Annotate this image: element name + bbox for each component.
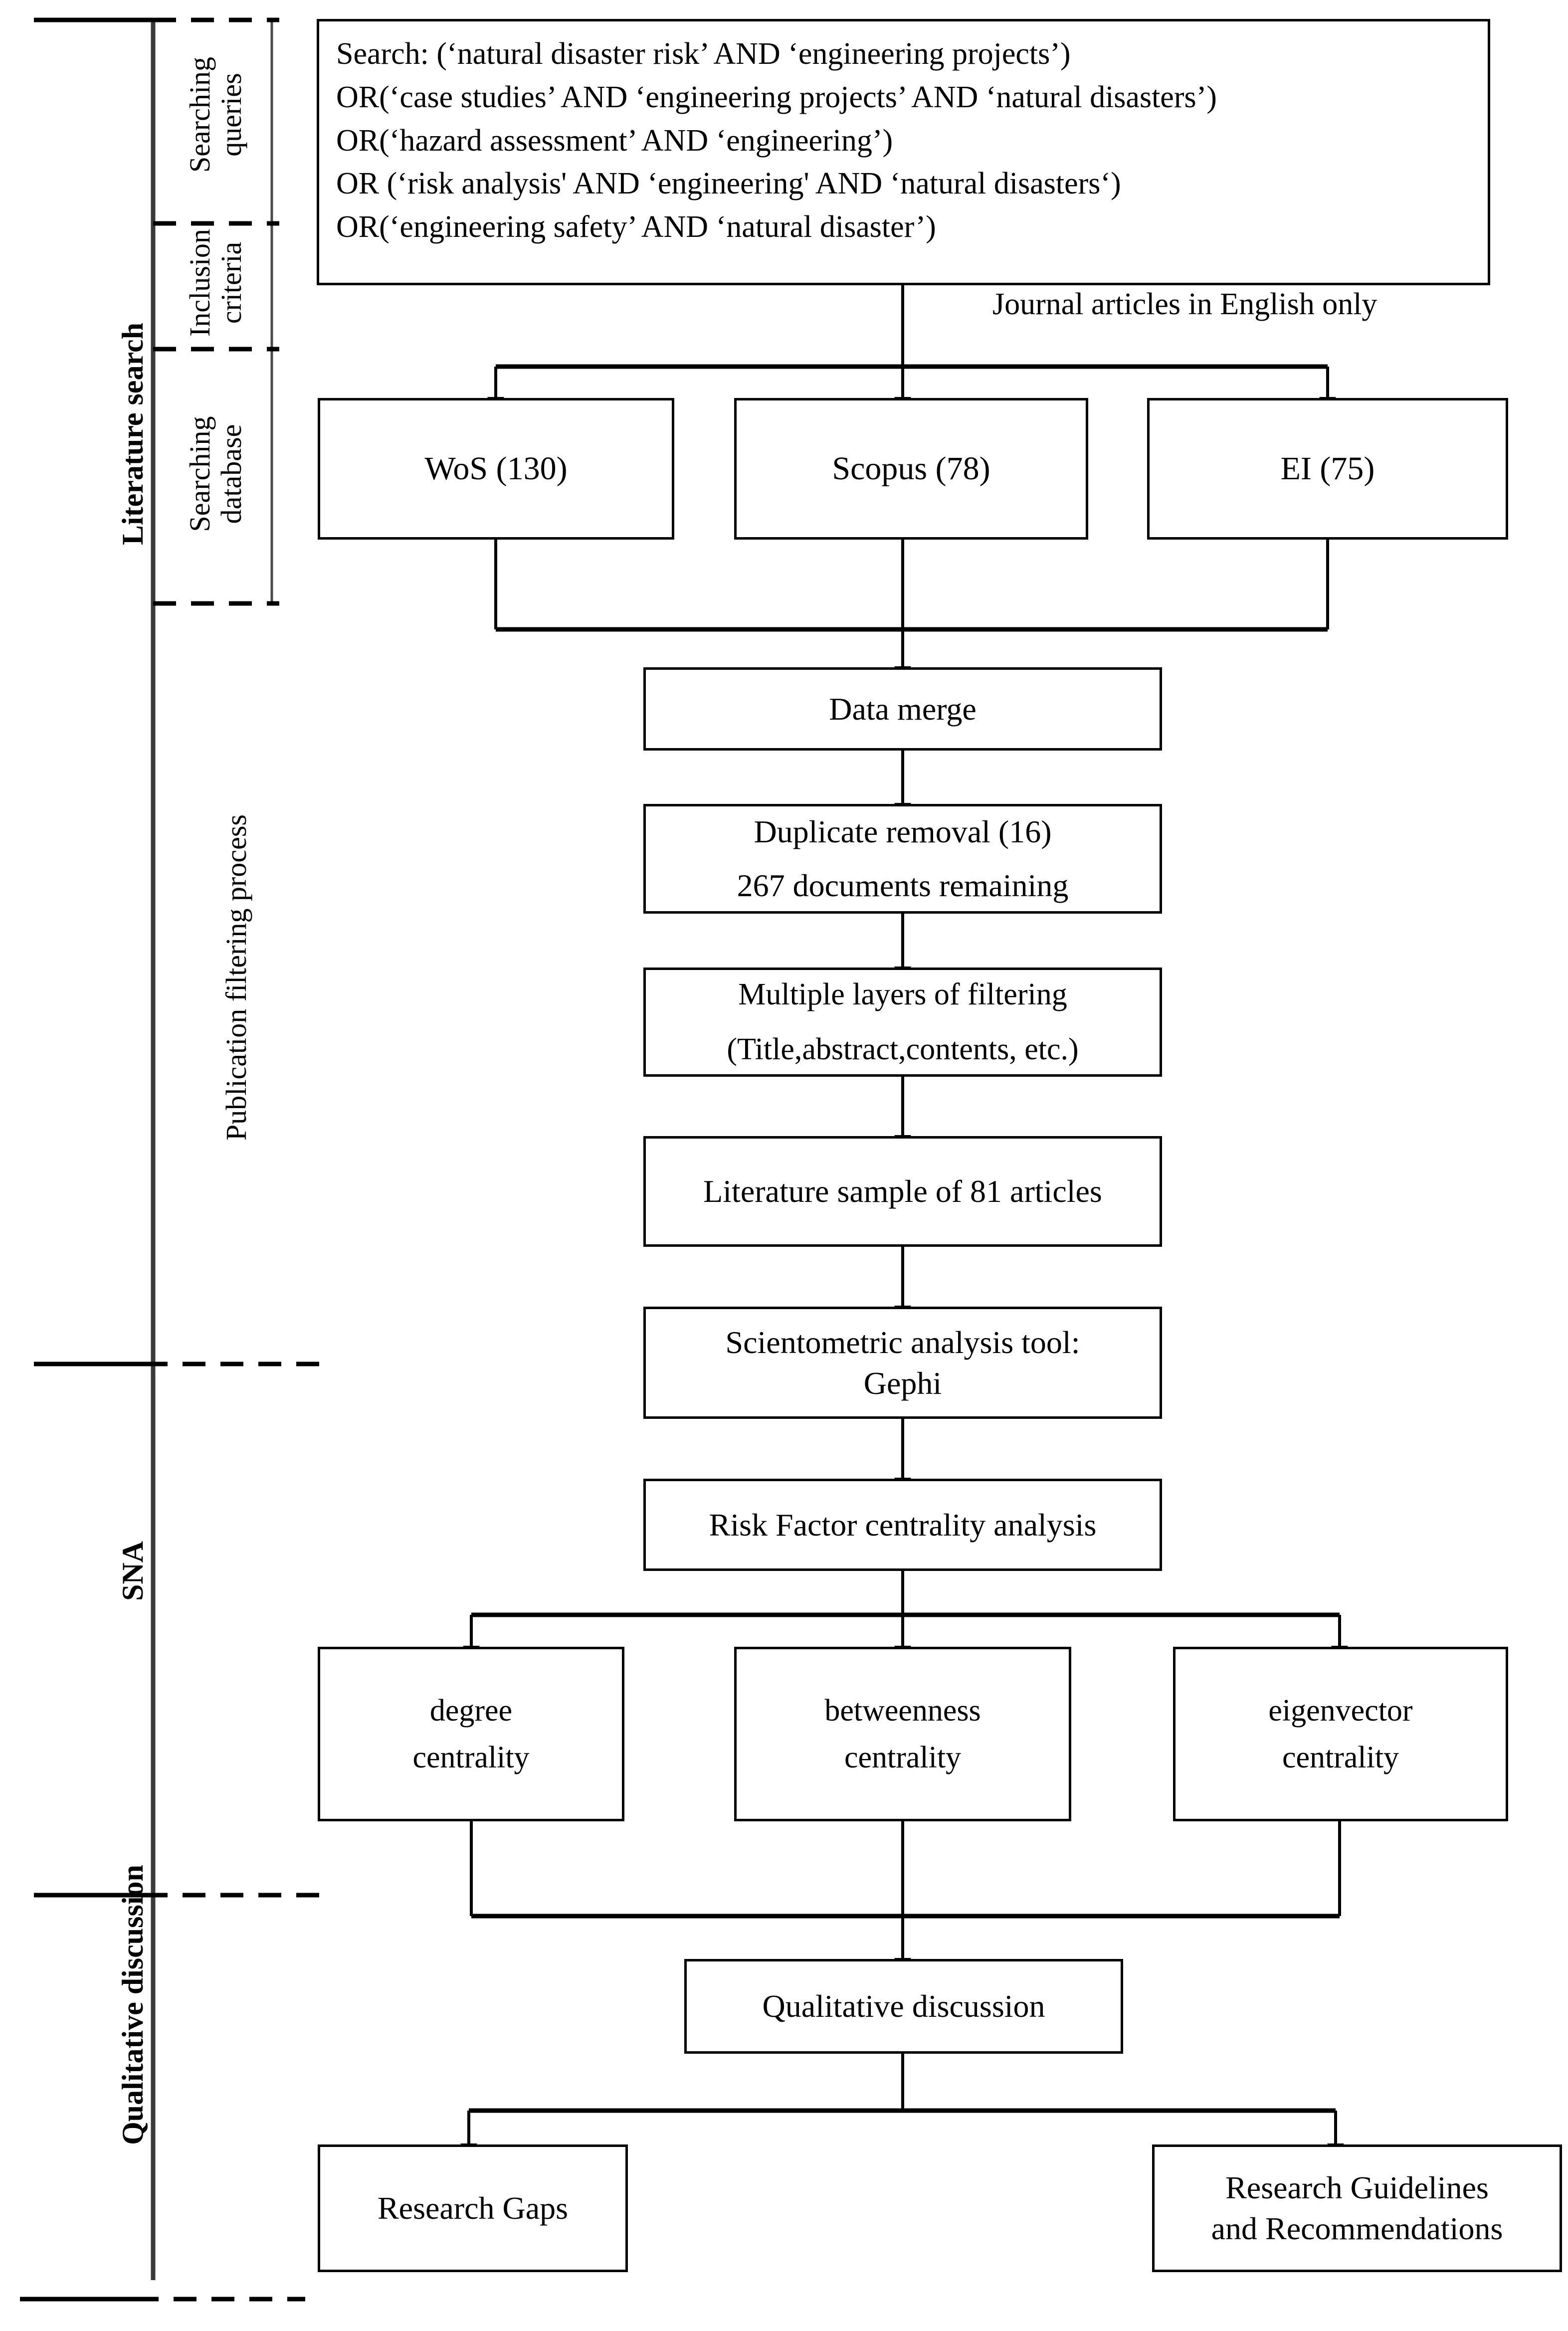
- centrality-box-eigenvector: eigenvector centrality: [1173, 1647, 1508, 1821]
- database-label-ei: EI (75): [1280, 450, 1375, 487]
- rail-label-inclusion-criteria: Inclusion criteria: [184, 220, 247, 345]
- rail-label-line1: Searching: [184, 416, 216, 532]
- rail-label-literature-search: Literature search: [116, 323, 149, 545]
- process-box-data-merge: Data merge: [643, 667, 1162, 751]
- rail-label-line2: database: [214, 424, 247, 524]
- process-label-duplicate-removal-1: Duplicate removal (16): [754, 814, 1052, 850]
- output-label-guidelines-1: Research Guidelines: [1225, 2170, 1489, 2206]
- rail-label-line1: Inclusion: [184, 229, 216, 337]
- centrality-box-betweenness: betweenness centrality: [734, 1647, 1071, 1821]
- search-query-line-3: OR(‘hazard assessment’ AND ‘engineering’…: [336, 123, 893, 158]
- output-label-research-gaps: Research Gaps: [377, 2190, 569, 2226]
- database-box-ei: EI (75): [1147, 398, 1508, 540]
- centrality-label-degree-1: degree: [429, 1693, 513, 1728]
- centrality-label-eigenvector-1: eigenvector: [1268, 1693, 1413, 1728]
- centrality-label-eigenvector-2: centrality: [1282, 1741, 1399, 1774]
- process-box-risk-factor-centrality: Risk Factor centrality analysis: [643, 1479, 1162, 1571]
- rail-label-line1: Searching: [184, 57, 216, 173]
- rail-label-qualitative-discussion: Qualitative discussion: [116, 1865, 149, 2145]
- process-box-literature-sample: Literature sample of 81 articles: [643, 1136, 1162, 1247]
- rail-label-line2: criteria: [214, 241, 247, 324]
- database-box-wos: WoS (130): [318, 398, 674, 540]
- process-label-tool-1: Scientometric analysis tool:: [725, 1324, 1080, 1360]
- process-label-risk-factor: Risk Factor centrality analysis: [709, 1507, 1097, 1543]
- process-label-qualitative-discussion: Qualitative discussion: [762, 1988, 1045, 2024]
- search-query-line-5: OR(‘engineering safety’ AND ‘natural dis…: [336, 210, 936, 244]
- rail-label-searching-database: Searching database: [184, 351, 247, 597]
- centrality-label-degree-2: centrality: [412, 1741, 530, 1774]
- rail-label-sna: SNA: [116, 1541, 149, 1601]
- process-box-duplicate-removal: Duplicate removal (16) 267 documents rem…: [643, 804, 1162, 914]
- process-label-duplicate-removal-2: 267 documents remaining: [737, 868, 1069, 903]
- process-box-multiple-filtering: Multiple layers of filtering (Title,abst…: [643, 968, 1162, 1077]
- process-label-filtering-1: Multiple layers of filtering: [738, 977, 1067, 1012]
- search-query-line-4: OR (‘risk analysis' AND ‘engineering' AN…: [336, 167, 1121, 201]
- inclusion-criteria-note: Journal articles in English only: [992, 287, 1377, 321]
- search-query-line-2: OR(‘case studies’ AND ‘engineering proje…: [336, 80, 1217, 114]
- search-query-box: Search: (‘natural disaster risk’ AND ‘en…: [317, 19, 1490, 285]
- process-label-tool-2: Gephi: [863, 1365, 942, 1401]
- process-label-literature-sample: Literature sample of 81 articles: [703, 1173, 1102, 1209]
- rail-label-publication-filtering-process: Publication filtering process: [220, 814, 252, 1141]
- output-box-research-gaps: Research Gaps: [318, 2144, 628, 2272]
- process-label-data-merge: Data merge: [829, 691, 977, 727]
- centrality-box-degree: degree centrality: [318, 1647, 624, 1821]
- database-label-wos: WoS (130): [424, 450, 568, 487]
- swimlane-rails: [20, 17, 322, 2302]
- centrality-label-betweenness-2: centrality: [844, 1741, 962, 1774]
- rail-label-searching-queries: Searching queries: [184, 15, 247, 214]
- database-box-scopus: Scopus (78): [734, 398, 1088, 540]
- search-query-line-1: Search: (‘natural disaster risk’ AND ‘en…: [336, 37, 1071, 71]
- process-label-filtering-2: (Title,abstract,contents, etc.): [727, 1032, 1079, 1066]
- process-box-qualitative-discussion: Qualitative discussion: [684, 1959, 1123, 2054]
- database-label-scopus: Scopus (78): [832, 450, 990, 487]
- rail-label-line2: queries: [214, 73, 247, 157]
- output-box-research-guidelines: Research Guidelines and Recommendations: [1152, 2144, 1562, 2272]
- output-label-guidelines-2: and Recommendations: [1211, 2211, 1503, 2246]
- centrality-label-betweenness-1: betweenness: [824, 1693, 981, 1728]
- process-box-scientometric-tool: Scientometric analysis tool: Gephi: [643, 1307, 1162, 1419]
